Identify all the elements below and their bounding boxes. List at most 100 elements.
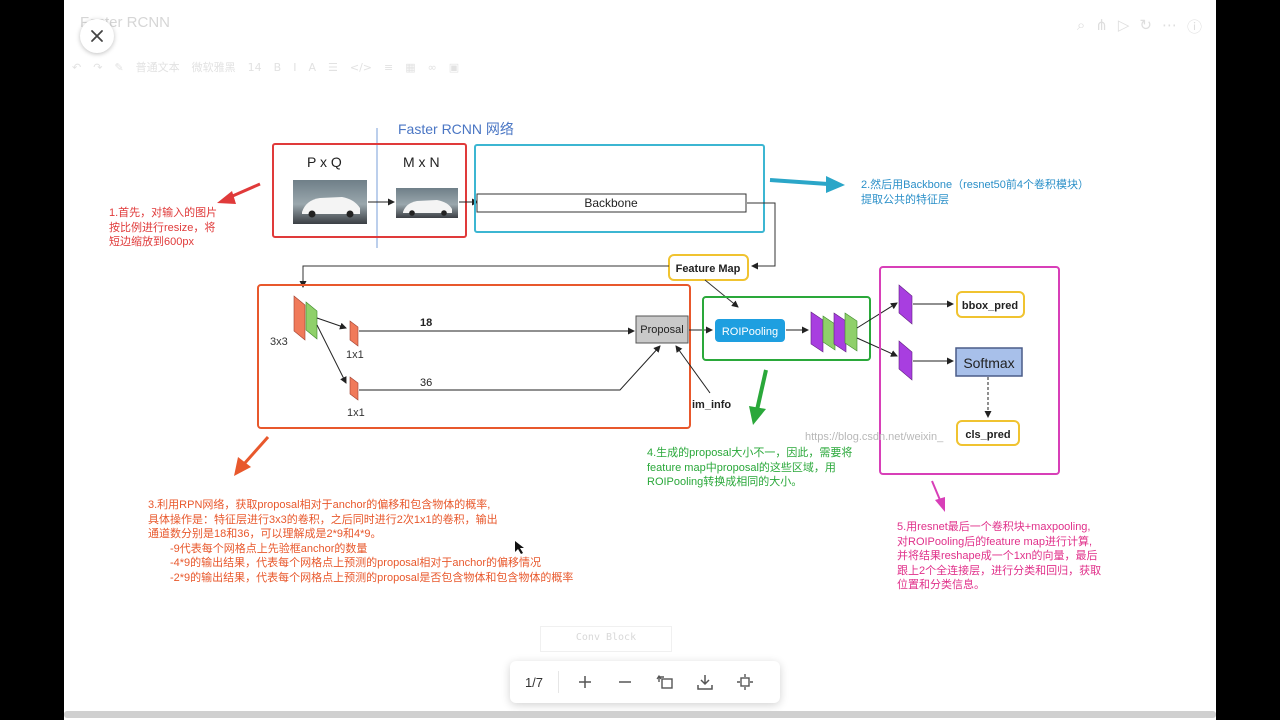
table-icon[interactable]: ▦	[405, 60, 416, 74]
step3-note: 3.利用RPN网络，获取proposal相对于anchor的偏移和包含物体的概率…	[148, 499, 574, 584]
cls-pred-label: cls_pred	[965, 429, 1010, 441]
featuremap-to-rpn-arrow	[299, 265, 669, 288]
rotate-icon	[656, 674, 673, 689]
zoom-out-icon	[619, 681, 631, 683]
align-icon[interactable]: ≡	[384, 60, 394, 74]
iminfo-arrow	[675, 345, 711, 394]
more-icon[interactable]: ⋯	[1161, 16, 1177, 34]
style-select[interactable]: 普通文本	[135, 61, 180, 74]
watermark: https://blog.csdn.net/weixin_	[805, 431, 944, 443]
step3-pointer-arrow	[234, 436, 270, 476]
roi-pooling-box	[702, 296, 871, 361]
to-reg-head-arrow	[856, 302, 898, 329]
input-box	[272, 143, 467, 238]
input-car-image	[293, 180, 367, 224]
code-icon[interactable]: </>	[349, 60, 372, 74]
roi-pooling-block	[715, 319, 785, 342]
iminfo-label: im_info	[692, 399, 731, 411]
zoom-out-button[interactable]	[605, 661, 645, 703]
featuremap-to-roi-arrow	[704, 279, 739, 308]
conv3-label: 3x3	[270, 336, 288, 348]
proposal-label: Proposal	[640, 324, 683, 336]
roi-feature-3	[833, 312, 847, 353]
roi-pooling-label: ROIPooling	[722, 326, 778, 338]
search-icon[interactable]: ⌕	[1076, 16, 1086, 34]
close-icon	[91, 30, 103, 42]
cls-conv1-layer	[349, 320, 359, 347]
rotate-button[interactable]	[645, 661, 685, 703]
zoom-in-button[interactable]	[565, 661, 605, 703]
link-icon[interactable]: ∞	[427, 60, 437, 74]
step1-pointer-arrow	[217, 182, 261, 204]
download-icon	[697, 675, 713, 690]
italic-icon[interactable]: I	[293, 60, 297, 74]
input-size-label: P x Q	[307, 154, 342, 170]
format-painter-icon[interactable]: ✎	[114, 60, 124, 74]
list-icon[interactable]: ☰	[327, 60, 338, 74]
mouse-cursor-icon	[515, 541, 524, 554]
bbox-pred-label: bbox_pred	[962, 300, 1018, 312]
sync-icon[interactable]: ↻	[1139, 16, 1152, 34]
rpn-conv3-layer	[293, 295, 306, 341]
rpn-conv3-output	[305, 301, 318, 340]
proposal-box	[635, 315, 689, 344]
document-viewer: Faster RCNN ⌕ ⋔ ▷ ↻ ⋯ ⓘ ↶ ↷ ✎ 普通文本 微软雅黑 …	[64, 0, 1216, 720]
bold-icon[interactable]: B	[273, 60, 282, 74]
diagram-title: Faster RCNN 网络	[398, 121, 514, 137]
editor-toolbar: ↶ ↷ ✎ 普通文本 微软雅黑 14 B I A ☰ </> ≡ ▦ ∞ ▣	[64, 54, 1216, 80]
horizontal-scrollbar[interactable]	[64, 711, 1216, 718]
backbone-block	[476, 193, 747, 213]
fit-screen-button[interactable]	[725, 661, 765, 703]
step5-note: 5.用resnet最后一个卷积块+maxpooling, 对ROIPooling…	[897, 521, 1102, 591]
step2-note: 2.然后用Backbone（resnet50前4个卷积模块） 提取公共的特征层	[861, 179, 1090, 206]
page-toolbar: 1/7	[510, 661, 780, 703]
step4-note: 4.生成的proposal大小不一，因此，需要将 feature map中pro…	[647, 447, 853, 488]
resized-car-image	[396, 188, 458, 218]
step2-pointer-arrow	[769, 176, 845, 193]
conv1-top-label: 1x1	[346, 349, 364, 361]
head-box	[879, 266, 1060, 475]
size-select[interactable]: 14	[247, 60, 262, 74]
fit-screen-icon	[737, 674, 753, 690]
redo-icon[interactable]: ↷	[93, 60, 103, 74]
undo-icon[interactable]: ↶	[72, 60, 82, 74]
roi-feature-1	[810, 311, 824, 353]
resized-size-label: M x N	[403, 154, 440, 170]
zoom-in-icon	[579, 676, 591, 688]
bbox-pred-box	[956, 291, 1025, 318]
font-color-icon[interactable]: A	[308, 60, 316, 74]
close-button[interactable]	[80, 19, 114, 53]
roi-feature-2	[822, 315, 836, 351]
page-indicator: 1/7	[524, 674, 544, 690]
image-icon[interactable]: ▣	[448, 60, 460, 74]
conv-to-cls-arrow	[316, 317, 347, 330]
feature-map-box	[668, 254, 749, 281]
backbone-to-featuremap-arrow	[747, 202, 776, 270]
info-icon[interactable]: ⓘ	[1186, 18, 1202, 36]
step1-note: 1.首先，对输入的图片 按比例进行resize，将 短边缩放到600px	[109, 207, 218, 248]
reg-to-proposal-arrow	[359, 345, 661, 391]
feature-map-label: Feature Map	[676, 263, 741, 275]
conv1-bottom-label: 1x1	[347, 407, 365, 419]
softmax-box	[955, 347, 1023, 377]
to-cls-head-arrow	[856, 337, 898, 357]
step5-pointer-arrow	[931, 480, 945, 512]
font-select[interactable]: 微软雅黑	[191, 61, 236, 74]
download-button[interactable]	[685, 661, 725, 703]
backbone-label: Backbone	[584, 196, 638, 210]
cls-channels-label: 18	[420, 317, 432, 329]
step4-pointer-arrow	[749, 369, 768, 425]
backbone-box	[474, 144, 765, 233]
background-block-label: Conv Block	[540, 626, 672, 652]
share-icon[interactable]: ⋔	[1095, 16, 1108, 34]
reg-conv1-layer	[349, 376, 359, 401]
softmax-label: Softmax	[963, 355, 1014, 371]
rpn-box	[257, 284, 691, 429]
reg-channels-label: 36	[420, 377, 432, 389]
header-actions: ⌕ ⋔ ▷ ↻ ⋯ ⓘ	[1077, 16, 1202, 37]
reg-fc-layer	[898, 284, 913, 325]
cls-pred-box	[956, 420, 1020, 446]
play-icon[interactable]: ▷	[1117, 16, 1130, 34]
conv-to-reg-arrow	[316, 324, 347, 384]
